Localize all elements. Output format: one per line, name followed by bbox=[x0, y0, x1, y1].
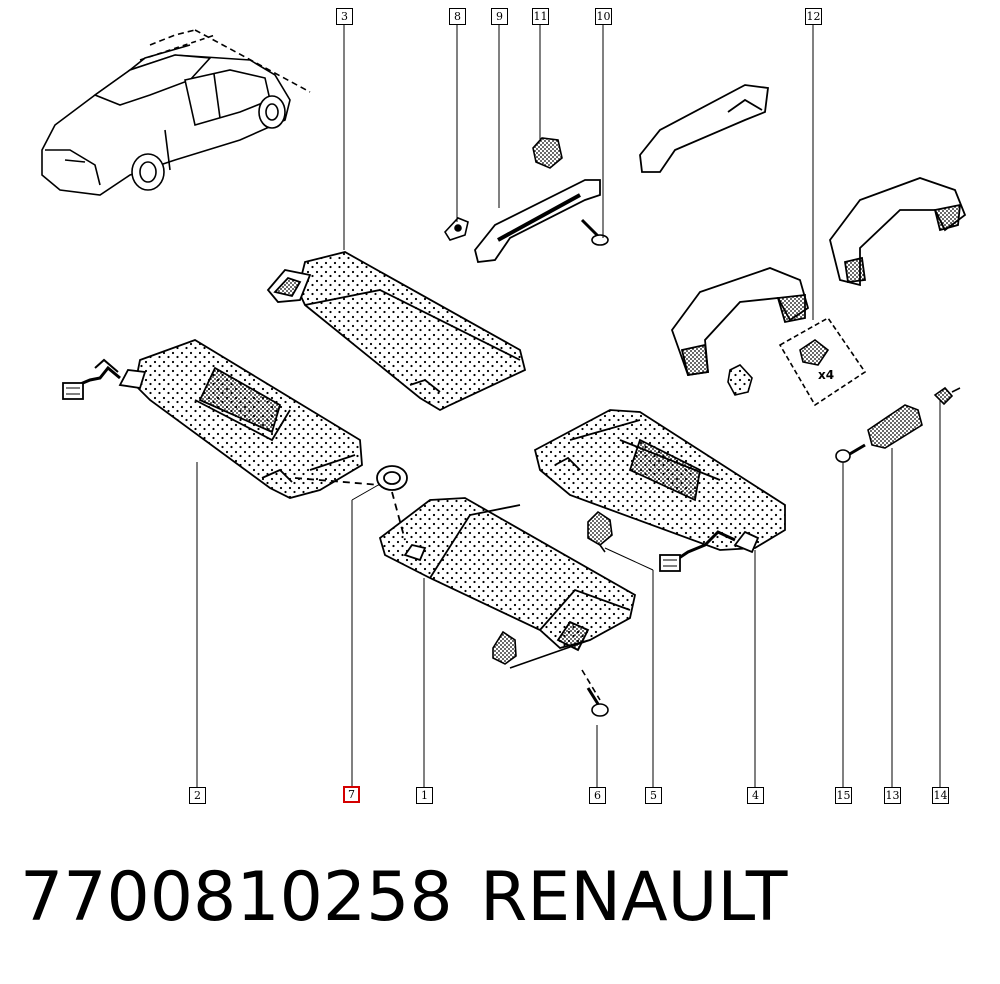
part-10-screw bbox=[580, 218, 609, 246]
callout-14: 14 bbox=[932, 787, 949, 804]
callout-7-highlighted: 7 bbox=[343, 786, 360, 803]
callout-12: 12 bbox=[805, 8, 822, 25]
part-14-bulb bbox=[933, 386, 961, 406]
part-12-kit bbox=[727, 316, 867, 407]
callout-3: 3 bbox=[336, 8, 353, 25]
part-3-visor bbox=[266, 251, 527, 412]
grab-handle-top bbox=[639, 84, 770, 173]
part-15-screw bbox=[835, 443, 866, 463]
clip-lower bbox=[492, 630, 591, 669]
grab-handle-center bbox=[670, 267, 810, 377]
brand-name: RENAULT bbox=[480, 858, 788, 937]
caption: 7700810258 RENAULT bbox=[20, 858, 980, 948]
parts-diagram bbox=[41, 24, 967, 787]
part-4-visor bbox=[533, 409, 786, 572]
part-8-clip bbox=[443, 217, 469, 241]
callout-6: 6 bbox=[589, 787, 606, 804]
part-11-clip bbox=[532, 137, 563, 169]
callout-9: 9 bbox=[491, 8, 508, 25]
callout-13: 13 bbox=[884, 787, 901, 804]
callout-11: 11 bbox=[532, 8, 549, 25]
callout-5: 5 bbox=[645, 787, 662, 804]
grab-handle-right bbox=[829, 177, 967, 287]
part-13-lamp bbox=[867, 404, 923, 449]
part-number: 7700810258 bbox=[20, 858, 453, 937]
callout-8: 8 bbox=[449, 8, 466, 25]
callout-2: 2 bbox=[189, 787, 206, 804]
callout-15: 15 bbox=[835, 787, 852, 804]
part-5-clip bbox=[587, 510, 613, 553]
quantity-label: x4 bbox=[818, 368, 835, 382]
callout-10: 10 bbox=[595, 8, 612, 25]
leader-lines bbox=[196, 24, 941, 787]
callout-4: 4 bbox=[747, 787, 764, 804]
part-2-visor bbox=[62, 339, 363, 499]
part-9-handle bbox=[474, 179, 601, 263]
car-illustration bbox=[41, 29, 311, 196]
callout-1: 1 bbox=[416, 787, 433, 804]
part-6-screw bbox=[581, 669, 609, 717]
